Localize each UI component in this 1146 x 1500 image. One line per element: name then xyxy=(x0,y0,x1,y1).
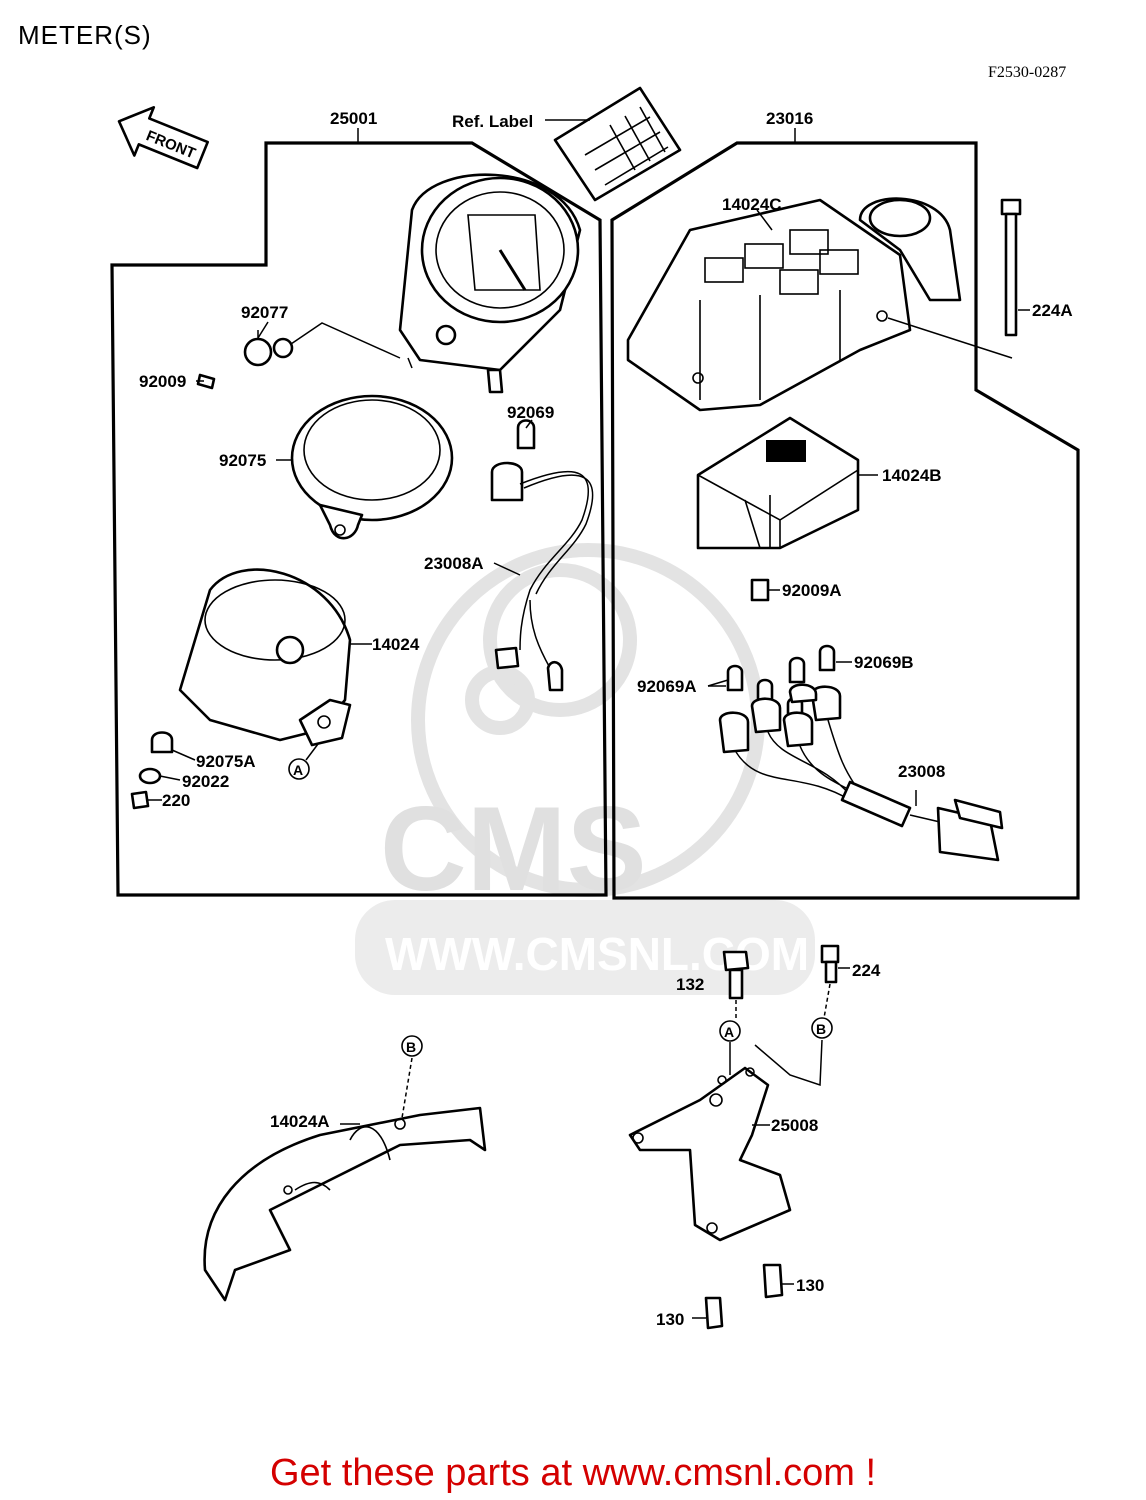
part-224A-bolt xyxy=(1000,198,1030,337)
parts-diagram: CMS WWW.CMSNL.COM FRONT xyxy=(110,86,1080,1330)
svg-text:A: A xyxy=(293,762,303,778)
speedometer-body xyxy=(398,173,582,394)
label-92069B: 92069B xyxy=(854,653,914,672)
frame-25001 xyxy=(110,141,608,897)
leader-lines xyxy=(196,128,796,687)
part-92069-bulb xyxy=(490,419,594,692)
part-130-bolt-1 xyxy=(762,1263,794,1299)
label-23016: 23016 xyxy=(766,109,813,128)
label-92022: 92022 xyxy=(182,772,229,791)
label-92069A: 92069A xyxy=(637,677,697,696)
label-14024: 14024 xyxy=(372,635,420,654)
part-92009A-screw xyxy=(750,578,780,602)
front-arrow: FRONT xyxy=(117,105,210,170)
svg-text:B: B xyxy=(406,1039,416,1055)
label-23008: 23008 xyxy=(898,762,945,781)
part-224-bolt xyxy=(820,944,850,1019)
part-130-bolt-2 xyxy=(692,1296,724,1330)
label-130-right: 130 xyxy=(796,1276,824,1295)
label-92075: 92075 xyxy=(219,451,266,470)
label-14024B: 14024B xyxy=(882,466,942,485)
label-224: 224 xyxy=(852,961,881,980)
label-25008: 25008 xyxy=(771,1116,818,1135)
page-title: METER(S) xyxy=(18,20,152,50)
label-92069: 92069 xyxy=(507,403,554,422)
label-220: 220 xyxy=(162,791,190,810)
ref-circle-b2: B xyxy=(811,1017,833,1039)
label-92009A: 92009A xyxy=(782,581,842,600)
label-14024A: 14024A xyxy=(270,1112,330,1131)
label-92077: 92077 xyxy=(241,303,288,322)
part-23008-harness xyxy=(708,644,1004,862)
part-14024-cup xyxy=(178,568,352,747)
cms-watermark: CMS WWW.CMSNL.COM xyxy=(355,543,815,995)
part-92077-gear xyxy=(243,322,401,367)
label-25001: 25001 xyxy=(330,109,377,128)
footer-link[interactable]: Get these parts at www.cmsnl.com ! xyxy=(269,1452,877,1494)
part-25008-bracket xyxy=(628,1039,823,1242)
part-14024C-housing xyxy=(626,197,1013,412)
svg-text:A: A xyxy=(724,1024,734,1040)
part-14024A-cover xyxy=(203,1057,487,1302)
label-92009: 92009 xyxy=(139,372,186,391)
ref-label-sticker xyxy=(545,86,682,202)
label-ref-label: Ref. Label xyxy=(452,112,533,131)
ref-circle-a2: A xyxy=(719,1020,741,1042)
label-23008A: 23008A xyxy=(424,554,484,573)
label-130-left: 130 xyxy=(656,1310,684,1329)
part-92022-washer xyxy=(138,767,181,785)
label-14024C: 14024C xyxy=(722,195,782,214)
part-14024B-box xyxy=(696,416,878,550)
ref-circle-b1: B xyxy=(401,1035,423,1057)
ref-circle-a1: A xyxy=(288,743,319,780)
part-220-screw xyxy=(130,790,162,810)
part-92075-ring xyxy=(290,394,454,540)
label-224A: 224A xyxy=(1032,301,1073,320)
part-92075A-grommet xyxy=(150,731,196,761)
frame-23016 xyxy=(610,141,1080,900)
label-92075A: 92075A xyxy=(196,752,256,771)
part-132-bolt xyxy=(722,950,750,1020)
diagram-code: F2530-0287 xyxy=(988,64,1067,81)
svg-text:B: B xyxy=(816,1021,826,1037)
label-132: 132 xyxy=(676,975,704,994)
